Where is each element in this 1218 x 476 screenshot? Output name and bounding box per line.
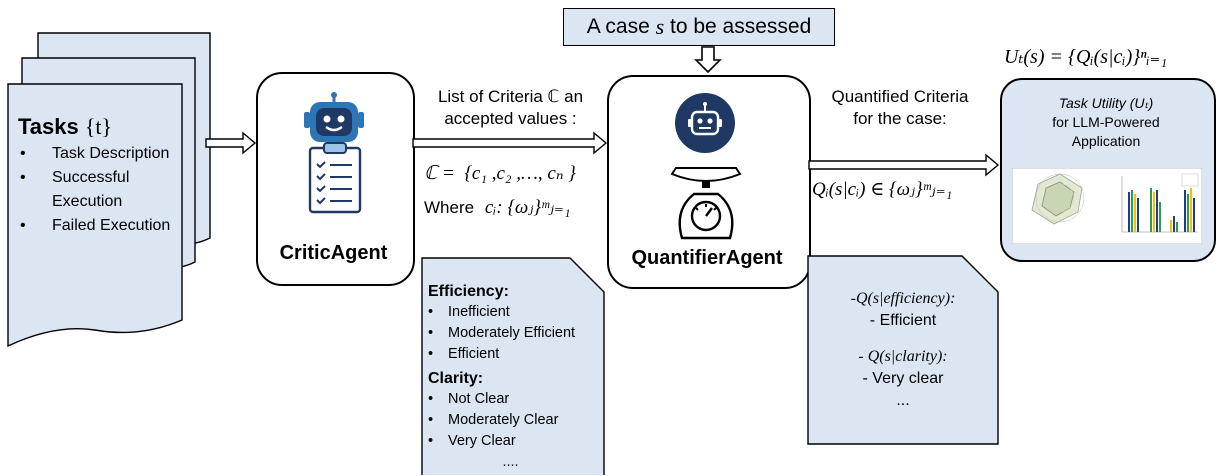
efficiency-doc: Efficiency: •Inefficient •Moderately Eff… bbox=[428, 281, 603, 473]
utility-title: Task Utility (Uₜ) bbox=[1058, 95, 1154, 111]
quant-doc-shape bbox=[807, 255, 999, 445]
quantified-line1: Quantified Criteria bbox=[831, 87, 969, 106]
criteria-formula: ℂ = {c₁ ,c₂ ,…, cₙ } bbox=[424, 163, 576, 184]
scale-icon bbox=[670, 167, 742, 240]
arrow-quantifier-utility bbox=[808, 153, 1000, 177]
quantified-formula: Qᵢ(s|cᵢ) ∈ {ωⱼ}ᵐⱼ₌₁ bbox=[812, 179, 953, 200]
tasks-item-2: • Failed Execution bbox=[20, 217, 171, 234]
arrow-critic-quantifier bbox=[412, 131, 608, 155]
tasks-title: Tasks bbox=[18, 114, 79, 139]
clarity-item-1: •Moderately Clear bbox=[428, 412, 559, 428]
tasks-item-0: • Task Description bbox=[20, 145, 170, 162]
case-suffix: to be assessed bbox=[664, 15, 812, 38]
quant-line4: - Very clear bbox=[862, 370, 944, 387]
efficiency-item-2: •Efficient bbox=[428, 346, 500, 362]
utility-line2: for LLM-Powered bbox=[1052, 114, 1160, 130]
down-arrow bbox=[694, 46, 722, 74]
efficiency-item-0: •Inefficient bbox=[428, 304, 510, 320]
quantifier-agent-label: QuantifierAgent bbox=[631, 247, 783, 269]
quantified-line2: for the case: bbox=[853, 109, 947, 128]
quant-doc: -Q(s|efficiency): - Efficient - Q(s|clar… bbox=[808, 288, 998, 412]
clarity-item-0: •Not Clear bbox=[428, 391, 510, 407]
clipboard-icon bbox=[308, 142, 362, 214]
tasks-card: Tasks {t} • Task Description • Successfu… bbox=[18, 114, 183, 238]
case-prefix: A case bbox=[586, 15, 656, 38]
utility-line3: Application bbox=[1071, 133, 1141, 149]
efficiency-doc-shape bbox=[421, 257, 605, 475]
efficiency-ellipsis: .... bbox=[502, 454, 519, 470]
clarity-item-2: •Very Clear bbox=[428, 433, 516, 449]
robot-badge-icon bbox=[675, 93, 735, 153]
robot-icon bbox=[304, 92, 364, 142]
case-var: s bbox=[655, 14, 665, 39]
tasks-stack-back bbox=[7, 32, 211, 348]
quant-line1: -Q(s|efficiency): bbox=[850, 290, 956, 307]
efficiency-item-1: •Moderately Efficient bbox=[428, 325, 576, 341]
criteria-list-text: List of Criteria ℂ an accepted values : bbox=[418, 86, 603, 130]
where-formula: cᵢ: {ωⱼ}ᵐⱼ₌₁ bbox=[484, 197, 571, 218]
quant-line3: - Q(s|clarity): bbox=[858, 348, 948, 365]
utility-chart-thumbnail bbox=[1012, 168, 1202, 244]
clarity-heading: Clarity: bbox=[428, 370, 484, 387]
criteria-where: Where cᵢ: {ωⱼ}ᵐⱼ₌₁ bbox=[424, 196, 604, 219]
quant-line2: - Efficient bbox=[869, 312, 937, 329]
criteria-line2: accepted values : bbox=[444, 109, 577, 128]
quant-ellipsis: ... bbox=[896, 392, 910, 409]
where-label: Where bbox=[424, 198, 475, 217]
quantified-text: Quantified Criteria for the case: bbox=[810, 86, 990, 130]
utility-formula: Uₜ(s) = {Qᵢ(s|cᵢ)}ⁿᵢ₌₁ bbox=[1004, 46, 1168, 68]
criteria-line1: List of Criteria ℂ an bbox=[437, 87, 584, 106]
case-box: A case s to be assessed bbox=[563, 8, 835, 46]
arrow-tasks-critic bbox=[205, 131, 257, 155]
tasks-var: {t} bbox=[84, 114, 113, 139]
utility-text: Task Utility (Uₜ) for LLM-Powered Applic… bbox=[1000, 94, 1212, 151]
tasks-item-1: • Successful Execution bbox=[20, 169, 130, 210]
efficiency-heading: Efficiency: bbox=[428, 283, 509, 300]
critic-agent-label: CriticAgent bbox=[279, 242, 388, 264]
